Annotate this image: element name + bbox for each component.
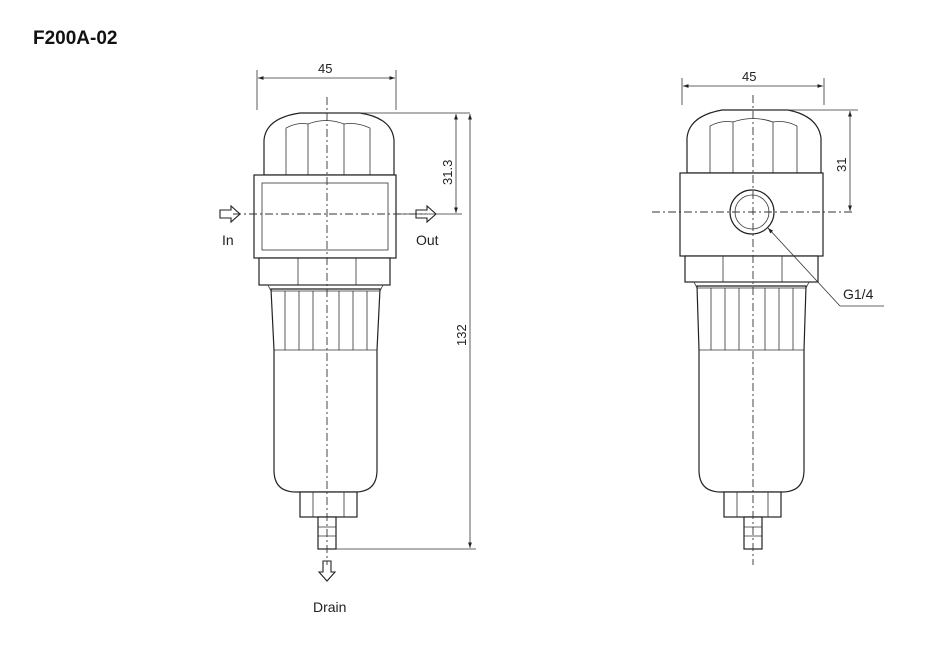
front-upper-dim: 31.3 — [440, 160, 455, 185]
side-bowl — [696, 285, 807, 493]
side-upper-dim: 31 — [834, 158, 849, 172]
front-bowl — [270, 288, 381, 493]
outlet-arrow-icon — [415, 204, 437, 224]
front-height-dim: 132 — [454, 324, 469, 346]
drain-label: Drain — [313, 599, 346, 615]
outlet-label: Out — [416, 232, 439, 248]
front-knob — [263, 112, 395, 176]
front-body — [253, 174, 397, 259]
model-title: F200A-02 — [33, 28, 118, 49]
front-view: In Out Drain 45 31.3 132 — [219, 61, 476, 615]
side-width-dim: 45 — [742, 69, 756, 84]
front-drain-nut — [299, 491, 358, 518]
inlet-label: In — [222, 232, 234, 248]
front-collar — [258, 257, 391, 286]
port-size-label: G1/4 — [843, 286, 874, 302]
side-knob — [686, 109, 822, 174]
side-view: 45 31 G1/4 — [652, 69, 884, 565]
drain-arrow-icon — [317, 560, 337, 582]
inlet-arrow-icon — [219, 204, 241, 224]
front-width-dim: 45 — [318, 61, 332, 76]
